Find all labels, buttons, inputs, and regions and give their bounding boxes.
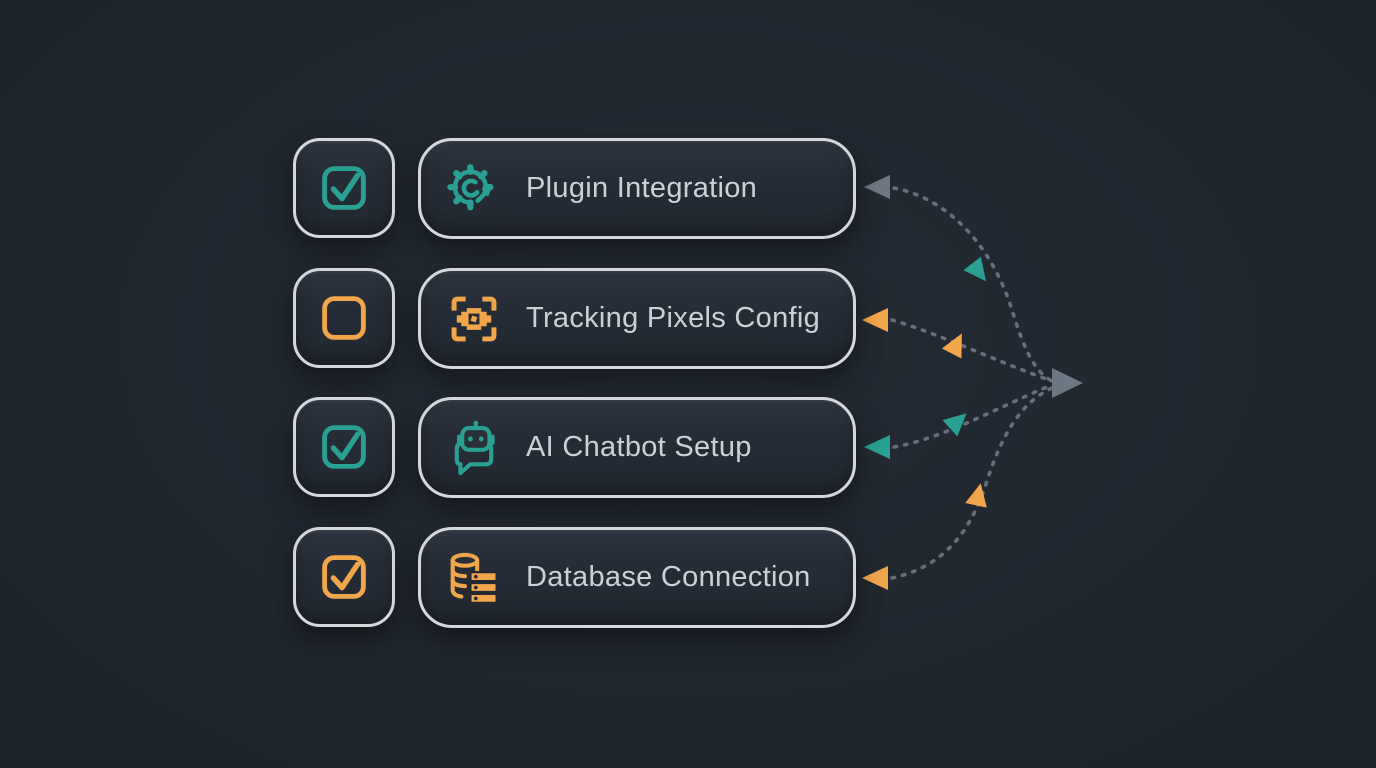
task-label: Database Connection — [526, 561, 811, 593]
checkbox-checked-icon — [322, 166, 366, 210]
arrow-to-tracking-icon — [862, 308, 888, 332]
mid-arrow-tracking-icon — [941, 333, 962, 359]
checkbox-database-connection[interactable] — [293, 527, 395, 627]
mid-arrow-chatbot-icon — [942, 413, 967, 437]
hub-arrow-icon — [1052, 368, 1083, 398]
connector-tracking-line — [890, 318, 1054, 383]
arrow-to-plugin-icon — [864, 175, 890, 199]
mid-arrow-database-icon — [965, 483, 987, 508]
task-label: AI Chatbot Setup — [526, 431, 752, 463]
arrow-to-chatbot-icon — [864, 435, 890, 459]
chatbot-icon — [445, 419, 503, 477]
connector-plugin-line — [892, 186, 1054, 383]
task-label: Plugin Integration — [526, 172, 758, 204]
gear-integration-icon — [445, 160, 503, 218]
database-icon — [445, 549, 503, 607]
task-card-plugin-integration[interactable]: Plugin Integration — [418, 138, 856, 239]
arrow-to-database-icon — [862, 566, 888, 590]
task-card-tracking-pixels[interactable]: Tracking Pixels Config — [418, 268, 856, 369]
tracking-pixels-icon — [445, 290, 503, 348]
checkbox-tracking-pixels[interactable] — [293, 268, 395, 368]
checkbox-ai-chatbot[interactable] — [293, 397, 395, 497]
connector-database-line — [890, 386, 1054, 580]
checkbox-checked-icon — [322, 425, 366, 469]
checkbox-unchecked-icon — [322, 296, 366, 340]
connector-chatbot-line — [892, 383, 1054, 449]
checkbox-checked-icon — [322, 555, 366, 599]
task-card-ai-chatbot[interactable]: AI Chatbot Setup — [418, 397, 856, 498]
task-card-database-connection[interactable]: Database Connection — [418, 527, 856, 628]
mid-arrow-plugin-icon — [963, 256, 987, 282]
task-label: Tracking Pixels Config — [526, 302, 821, 334]
checkbox-plugin-integration[interactable] — [293, 138, 395, 238]
